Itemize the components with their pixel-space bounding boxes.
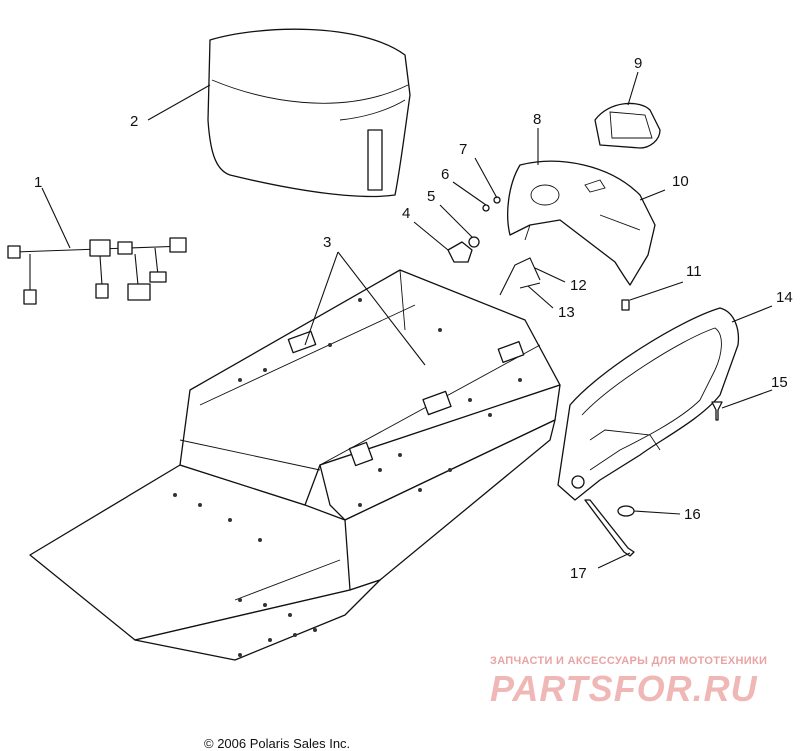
taillight-housing (507, 160, 656, 286)
plug (621, 299, 630, 311)
latch (447, 241, 473, 263)
callout-5: 5 (427, 188, 435, 205)
copyright-notice: © 2006 Polaris Sales Inc. (204, 736, 351, 751)
callout-9: 9 (634, 55, 642, 72)
callout-17: 17 (570, 565, 587, 582)
callout-8: 8 (533, 111, 541, 128)
callout-6: 6 (441, 166, 449, 183)
nut (468, 236, 480, 248)
rivets (173, 298, 522, 657)
grommet (617, 505, 635, 517)
watermark-brand: PARTSFOR.RU (490, 668, 758, 709)
callout-16: 16 (684, 506, 701, 523)
bracket-rod (499, 257, 541, 296)
wiring-harness (7, 237, 187, 305)
callout-13: 13 (558, 304, 575, 321)
callout-4: 4 (402, 205, 410, 222)
tunnel-chassis (29, 269, 561, 661)
callout-12: 12 (570, 277, 587, 294)
callout-3: 3 (323, 234, 331, 251)
screw (482, 204, 490, 212)
taillight-lens (594, 102, 661, 149)
rivet-pin (519, 282, 541, 289)
callout-labels: 1 2 3 4 5 6 7 8 9 10 11 12 13 14 15 16 1… (34, 55, 793, 582)
callout-2: 2 (130, 113, 138, 130)
leader-lines (41, 71, 773, 569)
push-fastener (711, 401, 723, 421)
callout-1: 1 (34, 174, 42, 191)
callout-11: 11 (686, 263, 702, 280)
watermark-subtitle: ЗАПЧАСТИ И АКСЕССУАРЫ ДЛЯ МОТОТЕХНИКИ (490, 655, 768, 667)
bolt (584, 499, 635, 557)
seat-cushion (207, 28, 411, 198)
callout-7: 7 (459, 141, 467, 158)
callout-10: 10 (672, 173, 689, 190)
side-panel-frame (557, 307, 740, 501)
callout-14: 14 (776, 289, 793, 306)
callout-15: 15 (771, 374, 788, 391)
